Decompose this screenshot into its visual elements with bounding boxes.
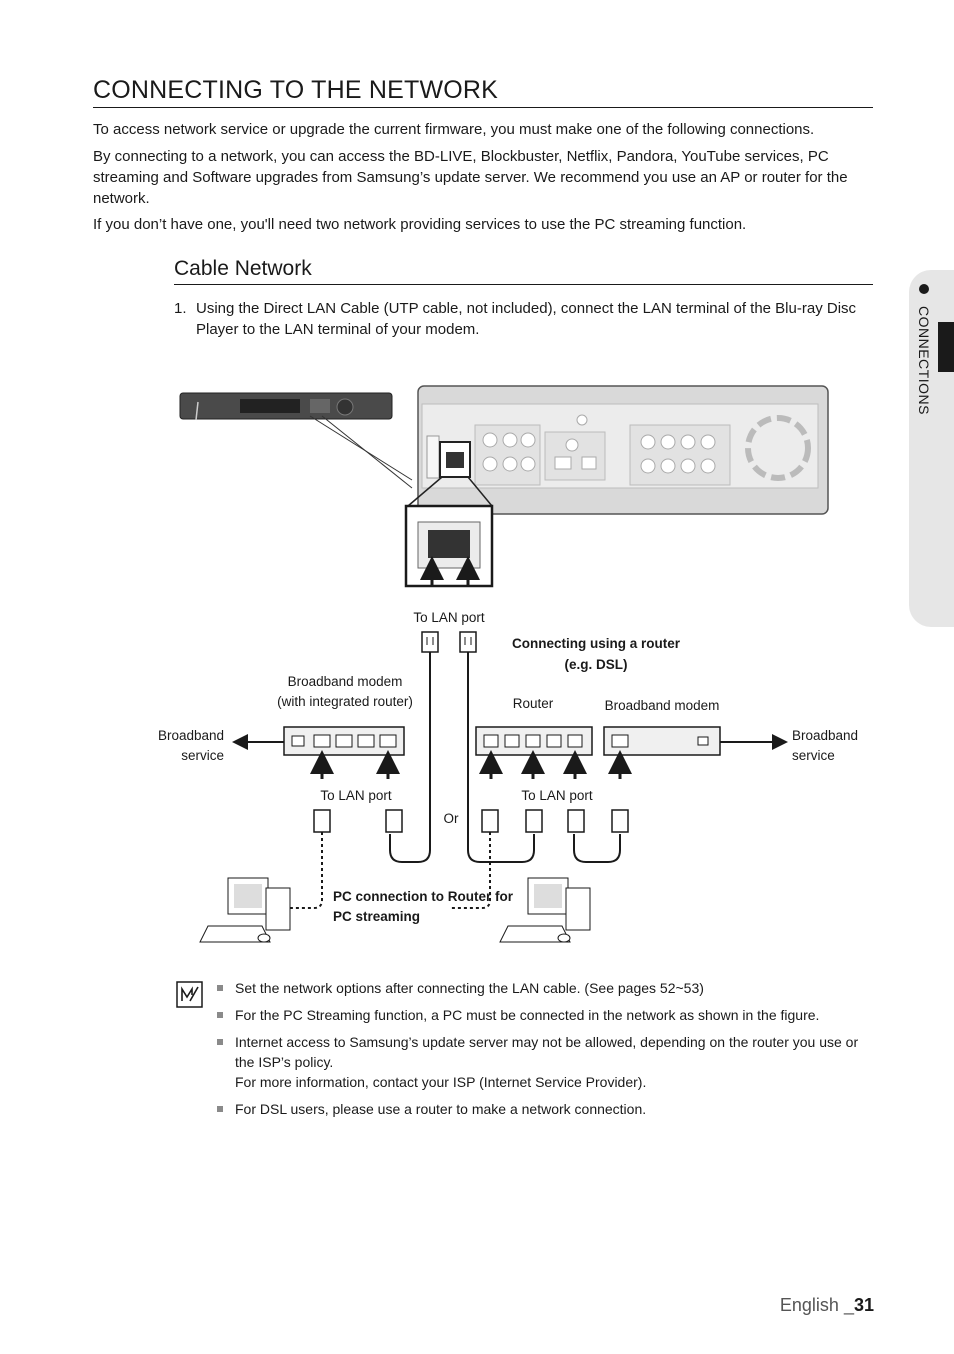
note-text-continued: For more information, contact your ISP (… [235,1074,647,1090]
footer-language: English _ [779,1295,854,1315]
bullet-dot-icon [919,284,929,294]
intro-paragraph-1: To access network service or upgrade the… [93,121,815,138]
label-pc-connection-1: PC connection to Router for [333,889,514,904]
note-item: Internet access to Samsung’s update serv… [216,1032,876,1092]
note-item: Set the network options after connecting… [216,978,876,998]
computer-icon-left [199,877,291,943]
router-icon [475,726,593,779]
broadband-modem-integrated-icon [232,726,405,779]
broadband-modem-icon [603,726,788,779]
label-to-lan-port-top: To LAN port [413,610,485,625]
page-title: CONNECTING TO THE NETWORK [93,76,499,104]
intro-paragraph-3: If you don’t have one, you'll need two n… [93,216,747,233]
label-router-heading: Connecting using a router [512,636,681,651]
notes-list: Set the network options after connecting… [216,978,876,1126]
section-divider [174,284,873,285]
label-pc-connection-2: PC streaming [333,909,420,924]
step-1: 1. Using the Direct LAN Cable (UTP cable… [174,298,874,340]
network-diagram: To LAN port Connecting using a router (e… [158,385,858,943]
title-divider [93,107,873,108]
label-router: Router [513,696,554,711]
label-broadband-right-1: Broadband [792,728,858,743]
side-tab-marker [938,322,954,372]
side-tab-label: CONNECTIONS [916,306,932,415]
label-or: Or [444,811,460,826]
label-to-lan-port-right: To LAN port [521,788,593,803]
page-number: 31 [853,1295,874,1315]
lan-plug-icons-top [421,631,477,653]
note-icon [176,981,203,1008]
computer-icon-right [499,877,591,943]
rear-panel-enlarged [417,385,829,515]
label-broadband-right-2: service [792,748,835,763]
lan-port-zoom [404,476,494,588]
section-title: Cable Network [174,257,312,280]
page-footer: English _31 [780,1295,874,1316]
label-to-lan-port-left: To LAN port [320,788,392,803]
player-rear-icon [179,392,413,489]
label-modem-integrated-sub: (with integrated router) [277,694,413,709]
note-text: Internet access to Samsung’s update serv… [235,1034,859,1070]
label-modem-integrated: Broadband modem [288,674,403,689]
label-broadband-modem: Broadband modem [605,698,720,713]
label-broadband-left-1: Broadband [158,728,224,743]
step-text: Using the Direct LAN Cable (UTP cable, n… [196,300,857,338]
step-number: 1. [174,300,187,317]
intro-paragraph-2: By connecting to a network, you can acce… [93,148,848,207]
lan-cables [389,652,621,863]
note-item: For DSL users, please use a router to ma… [216,1099,876,1119]
pc-connection-dashed [290,832,491,909]
label-router-heading-sub: (e.g. DSL) [565,657,628,672]
label-broadband-left-2: service [181,748,224,763]
note-item: For the PC Streaming function, a PC must… [216,1005,876,1025]
lan-plug-icons-bottom [313,809,629,833]
